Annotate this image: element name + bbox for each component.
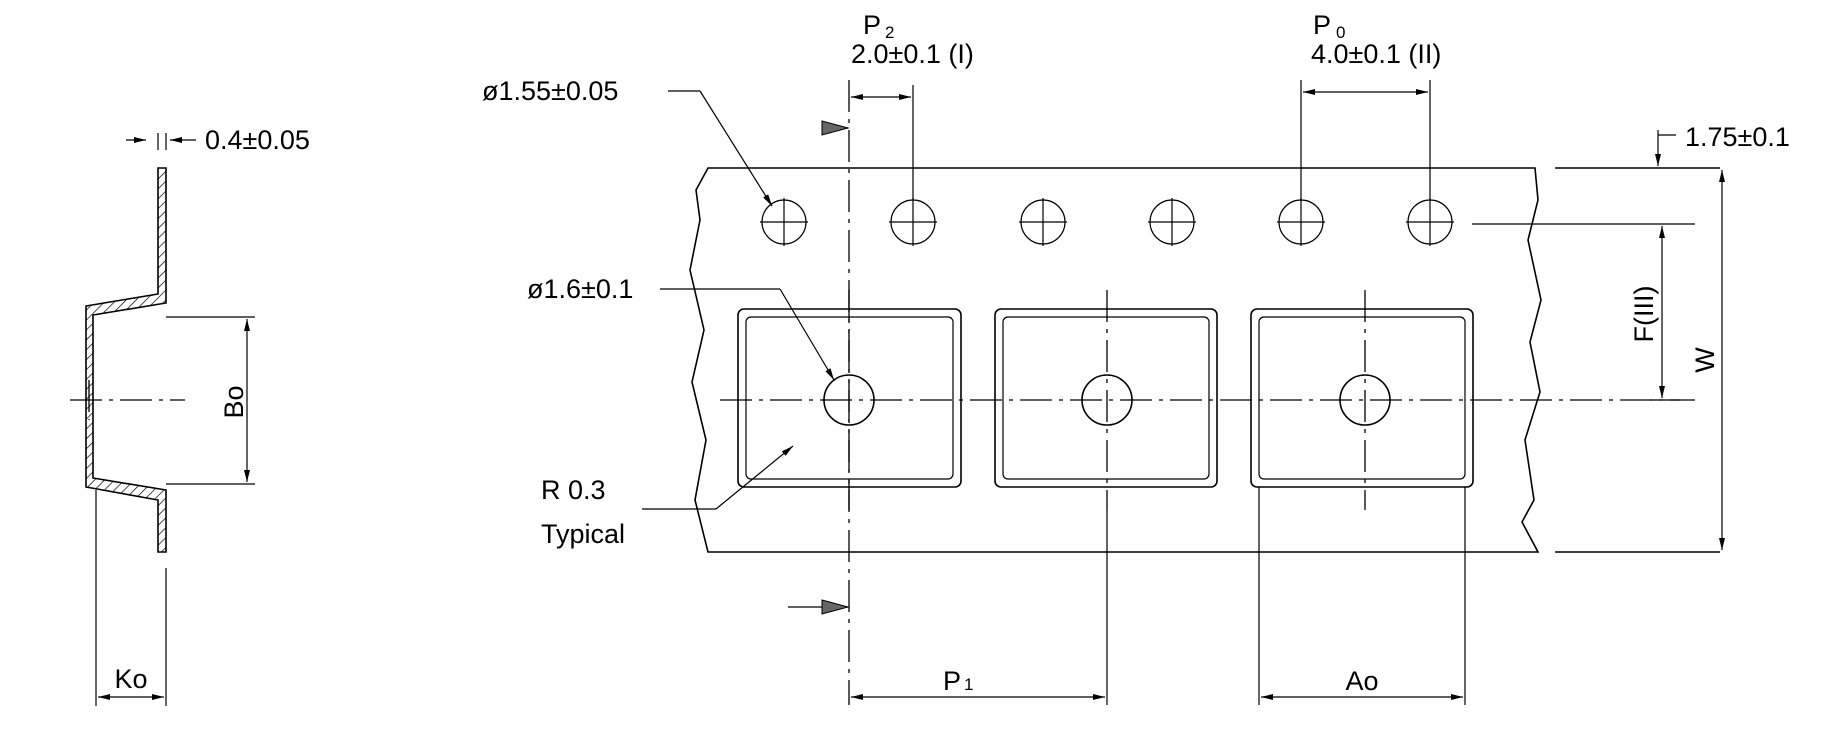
sprocket-hole: [1148, 198, 1196, 246]
p0-value: 4.0±0.1 (II): [1311, 39, 1441, 69]
p0-letter: P: [1313, 10, 1331, 40]
w-label: W: [1690, 347, 1720, 373]
sprocket-hole: [1406, 198, 1454, 246]
sprocket-hole: [1019, 198, 1067, 246]
pocket: [994, 308, 1218, 488]
sprocket-hole-leader: [699, 90, 773, 207]
sprocket-hole: [1277, 198, 1325, 246]
sprocket-holes: [760, 198, 1454, 246]
sprocket-hole: [889, 198, 937, 246]
tape-outline: [689, 167, 1542, 553]
section-arrow-bottom: [788, 599, 850, 615]
radius-label: R 0.3: [541, 475, 606, 505]
sprocket-hole: [760, 198, 808, 246]
pocket: [1250, 308, 1474, 488]
f-label: F(III): [1629, 286, 1659, 343]
bo-label: Bo: [219, 385, 249, 418]
p2-value: 2.0±0.1 (I): [851, 39, 974, 69]
pocket-hole-dia-label: ø1.6±0.1: [527, 274, 633, 304]
p1-subscript: 1: [964, 675, 973, 694]
radius-leader: [715, 445, 794, 510]
tape-section-view: 0.4±0.05 Bo Ko: [70, 125, 310, 706]
pockets: [737, 308, 1474, 488]
section-arrow-top: [821, 120, 850, 136]
sprocket-hole-dia-label: ø1.55±0.05: [482, 76, 618, 106]
ao-label: Ao: [1345, 666, 1378, 696]
p2-subscript: 2: [885, 23, 894, 42]
p2-letter: P: [863, 10, 881, 40]
radius-typical-label: Typical: [541, 519, 625, 549]
wall-thickness-label: 0.4±0.05: [205, 125, 310, 155]
ko-label: Ko: [114, 664, 147, 694]
p0-subscript: 0: [1336, 23, 1345, 42]
pocket-hole-leader: [779, 288, 835, 381]
tape-section-wall: [85, 167, 167, 553]
edge-offset-label: 1.75±0.1: [1685, 122, 1790, 152]
tape-plan-view: P 2 2.0±0.1 (I) P 0 4.0±0.1 (II) ø1.55±0…: [482, 10, 1790, 705]
p1-letter: P: [943, 666, 961, 696]
